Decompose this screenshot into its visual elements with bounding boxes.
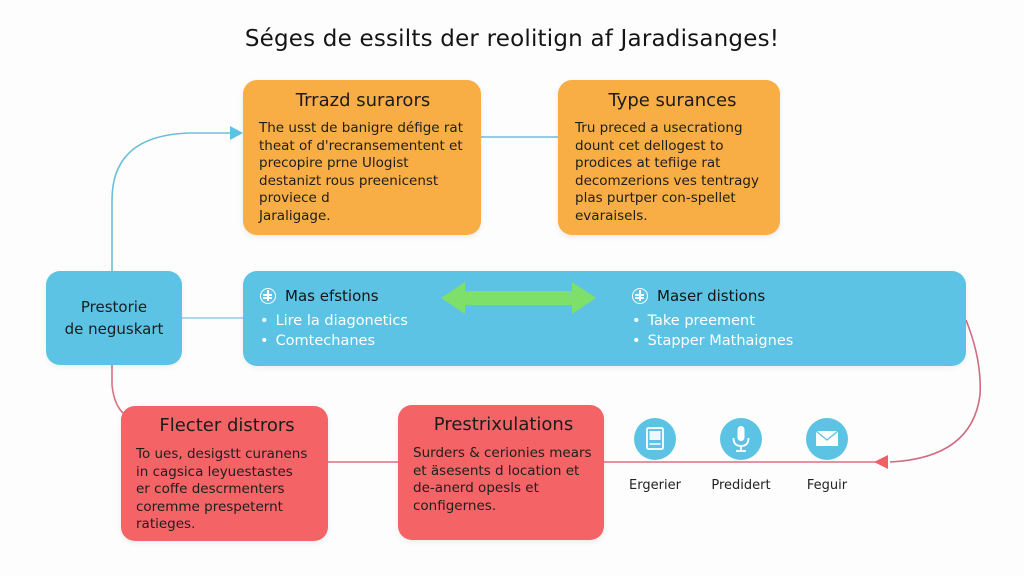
microphone-icon — [720, 418, 762, 460]
tool-feguir: Feguir — [787, 418, 867, 493]
bullet-item: Comtechanes — [260, 331, 408, 351]
node-title: Prestrixulations — [433, 414, 574, 435]
tool-ergerier: Ergerier — [615, 418, 695, 493]
connector-prestorie-to-flecter — [111, 365, 125, 415]
envelope-icon — [806, 418, 848, 460]
node-body: Surders & cerionies mears et äsesents d … — [413, 445, 592, 514]
bullet-item: Take preement — [632, 311, 793, 331]
panel-heading-text: Mas efstions — [285, 287, 379, 305]
node-title: Type surances — [608, 90, 737, 111]
tool-label: Ergerier — [629, 478, 681, 493]
panel-heading-text: Maser distions — [657, 287, 766, 305]
node-distions-panel: Mas efstions Lire la diagonetics Comtech… — [243, 271, 966, 366]
arrowhead-right-icon — [230, 126, 243, 140]
node-body: To ues, desigstt curanens in cagsica ley… — [136, 446, 308, 532]
brain-icon — [632, 288, 648, 304]
connector-wide-loop — [889, 319, 982, 463]
connector-prestorie-to-trazd — [111, 132, 230, 271]
computer-icon — [634, 418, 676, 460]
node-trazd-surarors: Trrazd surarors The usst de banigre défi… — [243, 80, 481, 235]
panel-heading: Maser distions — [632, 287, 793, 305]
tool-label: Predidert — [711, 478, 771, 493]
diagram-title: Séges de essilts der reolitign af Jaradi… — [244, 26, 780, 52]
bullet-item: Stapper Mathaignes — [632, 331, 794, 351]
bullet-list: Lire la diagonetics Comtechanes — [260, 311, 408, 351]
brain-icon — [260, 288, 276, 304]
node-flecter-distrors: Flecter distrors To ues, desigstt curane… — [121, 406, 328, 541]
node-body: The usst de banigre défige rat theat of … — [259, 120, 464, 224]
panel-left-column: Mas efstions Lire la diagonetics Comtech… — [260, 287, 408, 351]
node-prestrixulations: Prestrixulations Surders & cerionies mea… — [398, 405, 604, 540]
tool-label: Feguir — [806, 478, 848, 493]
panel-right-column: Maser distions Take preement Stapper Mat… — [632, 287, 793, 351]
panel-heading: Mas efstions — [260, 287, 408, 305]
arrowhead-left-icon — [874, 455, 888, 469]
node-prestorie: Prestorie de neguskart — [46, 271, 182, 365]
double-arrow-icon — [441, 282, 596, 314]
bullet-item: Lire la diagonetics — [260, 311, 408, 331]
tool-predidert: Predidert — [701, 418, 781, 493]
node-title: Trrazd surarors — [295, 90, 431, 111]
node-type-surances: Type surances Tru preced a usecrationg d… — [558, 80, 780, 235]
node-body: Tru preced a usecrationg dount cet dello… — [575, 120, 759, 224]
node-title: Flecter distrors — [159, 415, 295, 436]
bullet-list: Take preement Stapper Mathaignes — [632, 311, 794, 351]
